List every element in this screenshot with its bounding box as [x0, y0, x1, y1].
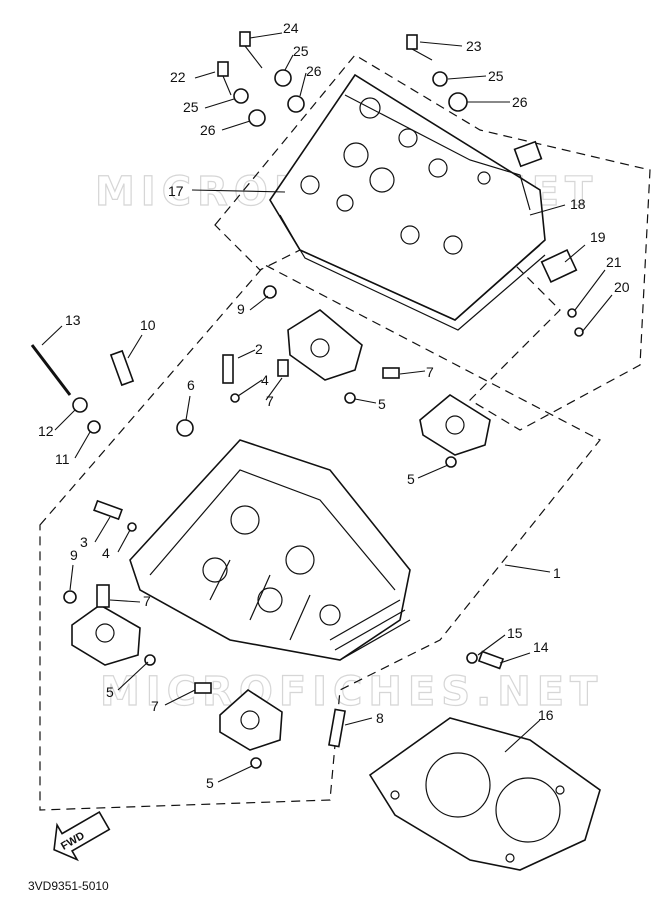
washer-25b — [233, 88, 249, 104]
callout-labels: 1 2 3 4 4 5 5 5 5 6 7 7 7 7 8 9 9 10 11 … — [38, 20, 630, 791]
bolt-23 — [406, 34, 433, 61]
callout-24: 24 — [283, 20, 299, 36]
dowel-5a — [344, 392, 356, 404]
washer-25a — [274, 69, 292, 87]
screw-21 — [567, 308, 577, 318]
callout-26b: 26 — [200, 122, 216, 138]
callout-5a: 5 — [378, 396, 386, 412]
bolt-7b — [382, 367, 400, 379]
stud-8 — [328, 708, 346, 748]
callout-20: 20 — [614, 279, 630, 295]
oring-4a — [230, 393, 240, 403]
cover-group-outline — [214, 54, 651, 431]
callout-9b: 9 — [70, 547, 78, 563]
bolt-7d — [194, 682, 212, 694]
callout-6: 6 — [187, 377, 195, 393]
oring-4b — [127, 522, 137, 532]
callout-11: 11 — [55, 451, 70, 467]
grommet-26c — [448, 92, 468, 112]
cylinder-head — [129, 439, 411, 661]
callout-25a: 25 — [293, 43, 309, 59]
callout-26c: 26 — [512, 94, 528, 110]
callout-18: 18 — [570, 196, 586, 212]
cam-cap-lower-right — [219, 688, 283, 751]
head-gasket — [368, 717, 601, 871]
callout-17: 17 — [168, 183, 184, 199]
callout-13: 13 — [65, 312, 81, 328]
cam-cap-upper-right — [419, 394, 491, 456]
fwd-arrow-icon: FWD — [53, 811, 111, 862]
callout-7a: 7 — [266, 393, 274, 409]
callout-25c: 25 — [488, 68, 504, 84]
washer-11 — [87, 420, 101, 434]
dowel-2 — [222, 354, 234, 384]
callout-1: 1 — [553, 565, 561, 581]
washer-25c — [432, 71, 448, 87]
plug-9a — [263, 285, 277, 299]
nut-12 — [72, 397, 88, 413]
callout-7c: 7 — [143, 593, 151, 609]
bolt-22 — [217, 61, 232, 96]
bolt-7a — [277, 359, 289, 377]
washer-15 — [466, 652, 478, 664]
fitting-3 — [93, 499, 123, 521]
watermark-bottom: MICROFICHES.NET — [100, 669, 603, 715]
dowel-5b — [445, 456, 457, 468]
head-group-outline — [39, 264, 601, 811]
cam-cap-lower-left — [71, 604, 141, 666]
figure-code: 3VD9351-5010 — [28, 879, 109, 893]
leader-lines — [41, 32, 613, 783]
callout-12: 12 — [38, 423, 54, 439]
bolt-14 — [477, 650, 505, 670]
callout-4a: 4 — [261, 372, 269, 388]
callout-15: 15 — [507, 625, 523, 641]
callout-5b: 5 — [407, 471, 415, 487]
bolt-7c — [96, 584, 110, 608]
callout-5c: 5 — [106, 684, 114, 700]
grommet-26a — [287, 95, 305, 113]
dowel-5d — [250, 757, 262, 769]
callout-10: 10 — [140, 317, 156, 333]
bolt-20 — [574, 327, 584, 337]
valve-cover — [269, 73, 546, 331]
callout-3: 3 — [80, 534, 88, 550]
callout-16: 16 — [538, 707, 554, 723]
callout-25b: 25 — [183, 99, 199, 115]
callout-21: 21 — [606, 254, 622, 270]
callout-19: 19 — [590, 229, 606, 245]
callout-7b: 7 — [426, 364, 434, 380]
callout-26a: 26 — [306, 63, 322, 79]
plug-6 — [176, 419, 194, 437]
callout-7d: 7 — [151, 698, 159, 714]
spark-plug-10 — [109, 349, 135, 387]
callout-14: 14 — [533, 639, 549, 655]
callout-23: 23 — [466, 38, 482, 54]
callout-22: 22 — [170, 69, 186, 85]
breather-19 — [540, 249, 578, 283]
cam-cap-upper-left — [287, 309, 363, 381]
stud-13 — [30, 344, 72, 396]
callout-9a: 9 — [237, 301, 245, 317]
plug-9b — [63, 590, 77, 604]
callout-4b: 4 — [102, 545, 110, 561]
bolt-24 — [239, 31, 263, 69]
grommet-26b — [248, 109, 266, 127]
callout-5d: 5 — [206, 775, 214, 791]
callout-2: 2 — [255, 341, 263, 357]
callout-8: 8 — [376, 710, 384, 726]
